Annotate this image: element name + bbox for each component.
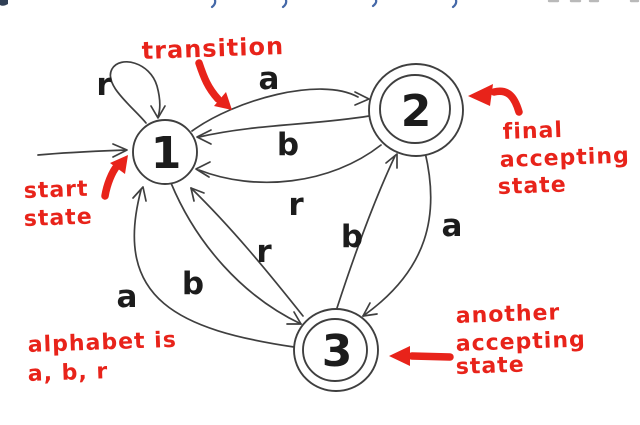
edge-state1-to-state3 xyxy=(170,182,302,325)
another-accepting-arrow xyxy=(408,352,454,361)
arrowhead-into-state3-top-left-icon xyxy=(286,311,302,325)
edge-state2-to-state3 xyxy=(362,151,432,317)
arrowhead-into-state1-top-icon xyxy=(150,105,166,119)
start-state-arrowhead-icon xyxy=(110,155,128,174)
annotation-another-accepting-line1: another xyxy=(455,300,560,329)
final-accepting-arrowhead-icon xyxy=(468,84,493,106)
annotation-alphabet-line2: a, b, r xyxy=(27,359,108,387)
start-arrow xyxy=(37,149,127,156)
edge-state2-to-state1-b xyxy=(198,115,370,138)
arrowhead-into-state1-bottom-right-icon xyxy=(190,187,205,202)
edge-self-loop-state1 xyxy=(109,61,161,124)
edge-labels: r a b r r b a b a xyxy=(96,61,462,315)
state-2-label: 2 xyxy=(401,86,432,137)
transition-edges xyxy=(37,61,432,348)
another-accepting-arrowhead-icon xyxy=(389,346,410,366)
edge-state2-to-state1-r xyxy=(198,144,382,184)
arrowhead-into-state2-bottom-icon xyxy=(385,153,398,169)
fragment-mark xyxy=(0,0,8,6)
arrowhead-into-state3-top-right-icon xyxy=(362,302,378,317)
arrowhead-into-state1-upper-right-icon xyxy=(196,129,212,145)
annotation-final-accepting-line2: accepting xyxy=(499,143,630,173)
annotation-another-accepting-line3: state xyxy=(455,353,525,380)
transition-arrow xyxy=(195,59,222,103)
annotation-another-accepting-line2: accepting xyxy=(455,327,586,357)
arrowhead-into-state2-left-icon xyxy=(354,91,370,106)
annotation-transition-label: transition xyxy=(141,32,284,65)
annotation-final-accepting-line3: state xyxy=(497,173,567,200)
state-1-circle xyxy=(132,119,198,185)
edge-label-2-3-a: a xyxy=(442,208,463,244)
fragment-mark xyxy=(281,0,288,9)
state-3-label: 3 xyxy=(322,326,353,377)
annotation-final-accepting-line1: final xyxy=(502,118,563,145)
edge-label-2-1-b: b xyxy=(277,127,299,163)
final-accepting-arrow xyxy=(490,87,523,116)
fragment-mark xyxy=(210,0,217,9)
annotation-start-state-line2: state xyxy=(23,205,93,232)
edge-label-3-1-a: a xyxy=(117,279,138,315)
transition-arrowhead-icon xyxy=(214,92,232,110)
edge-label-self-loop-r: r xyxy=(96,67,112,103)
states: 1 2 3 xyxy=(132,63,464,392)
state-1-label: 1 xyxy=(151,128,182,179)
edge-label-3-2-b: b xyxy=(341,219,363,255)
edge-label-2-1-r: r xyxy=(288,187,304,223)
edge-state3-to-state1-a xyxy=(133,189,295,348)
arrowhead-into-state1-left-icon xyxy=(112,143,128,158)
cropped-text-fragments xyxy=(0,0,640,9)
fragment-mark xyxy=(451,0,458,9)
state-2-inner-circle xyxy=(379,74,451,144)
edge-label-1-3-b: b xyxy=(182,266,204,302)
edge-state1-to-state2 xyxy=(191,88,359,132)
arrowhead-into-state1-bottom-left-icon xyxy=(132,186,147,202)
arrowhead-into-state1-right-icon xyxy=(195,161,211,178)
edge-state3-to-state2 xyxy=(336,155,396,309)
edge-label-1-2-a: a xyxy=(259,61,280,97)
start-state-arrow xyxy=(101,162,121,200)
edge-state3-to-state1-r xyxy=(190,187,304,317)
red-annotations: transition start state final accepting s… xyxy=(23,32,630,387)
edge-label-3-1-r: r xyxy=(256,234,272,270)
fragment-mark xyxy=(371,0,378,8)
state-3-inner-circle xyxy=(302,318,368,382)
annotation-start-state-line1: start xyxy=(23,177,89,204)
annotation-alphabet-line1: alphabet is xyxy=(27,328,177,358)
